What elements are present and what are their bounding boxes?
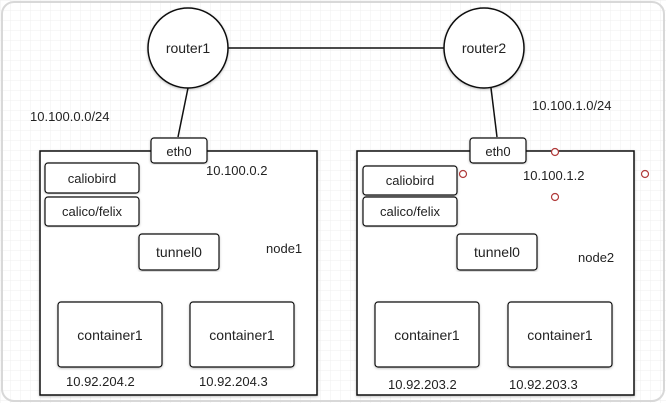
node2-container-b-label: container1 bbox=[527, 327, 593, 343]
node1-caliobird-label: caliobird bbox=[68, 171, 116, 186]
node1-felix[interactable]: calico/felix bbox=[44, 196, 140, 227]
node2-container-b-ip: 10.92.203.3 bbox=[509, 377, 578, 392]
node1-container-b-ip: 10.92.204.3 bbox=[199, 374, 268, 389]
network-left-label: 10.100.0.0/24 bbox=[30, 109, 110, 124]
node1-label: node1 bbox=[266, 241, 302, 256]
node2-caliobird-label: caliobird bbox=[386, 173, 434, 188]
node2-tunnel0[interactable]: tunnel0 bbox=[456, 233, 538, 271]
node2-label: node2 bbox=[578, 250, 614, 265]
node2-felix[interactable]: calico/felix bbox=[362, 196, 458, 227]
router1-eth0-link bbox=[177, 87, 189, 138]
node1-container-a-label: container1 bbox=[77, 327, 143, 343]
router1[interactable]: router1 bbox=[147, 7, 229, 89]
router1-label: router1 bbox=[166, 40, 211, 56]
node1-felix-label: calico/felix bbox=[62, 204, 122, 219]
router2[interactable]: router2 bbox=[443, 7, 525, 89]
node1-eth0-label: eth0 bbox=[166, 144, 191, 159]
selection-handle-left[interactable] bbox=[458, 169, 468, 179]
node1-tunnel0-label: tunnel0 bbox=[156, 244, 202, 260]
node1-caliobird[interactable]: caliobird bbox=[44, 162, 140, 194]
node2-eth0[interactable]: eth0 bbox=[469, 137, 527, 164]
node1-container-a-ip: 10.92.204.2 bbox=[66, 374, 135, 389]
node1-container-b[interactable]: container1 bbox=[189, 301, 295, 368]
node1-container-a[interactable]: container1 bbox=[57, 301, 163, 368]
selection-handle-bottom[interactable] bbox=[550, 192, 560, 202]
node1-tunnel0[interactable]: tunnel0 bbox=[138, 233, 220, 271]
node2-container-a-label: container1 bbox=[394, 327, 460, 343]
selection-handles[interactable] bbox=[458, 147, 650, 202]
router2-eth0-link bbox=[490, 87, 498, 138]
node1-eth0[interactable]: eth0 bbox=[150, 137, 208, 164]
node2-eth0-label: eth0 bbox=[485, 144, 510, 159]
node2-tunnel0-label: tunnel0 bbox=[474, 244, 520, 260]
node2-container-a[interactable]: container1 bbox=[374, 301, 480, 368]
node2-caliobird[interactable]: caliobird bbox=[362, 165, 458, 196]
selection-handle-right[interactable] bbox=[640, 169, 650, 179]
node2-eth-ip: 10.100.1.2 bbox=[523, 168, 584, 183]
node1-eth-ip: 10.100.0.2 bbox=[206, 163, 267, 178]
router2-label: router2 bbox=[462, 40, 507, 56]
node2-felix-label: calico/felix bbox=[380, 204, 440, 219]
node1-container-b-label: container1 bbox=[209, 327, 275, 343]
selection-handle-top[interactable] bbox=[550, 147, 560, 157]
network-right-label: 10.100.1.0/24 bbox=[532, 98, 612, 113]
node2-container-a-ip: 10.92.203.2 bbox=[388, 377, 457, 392]
node2-container-b[interactable]: container1 bbox=[507, 301, 613, 368]
